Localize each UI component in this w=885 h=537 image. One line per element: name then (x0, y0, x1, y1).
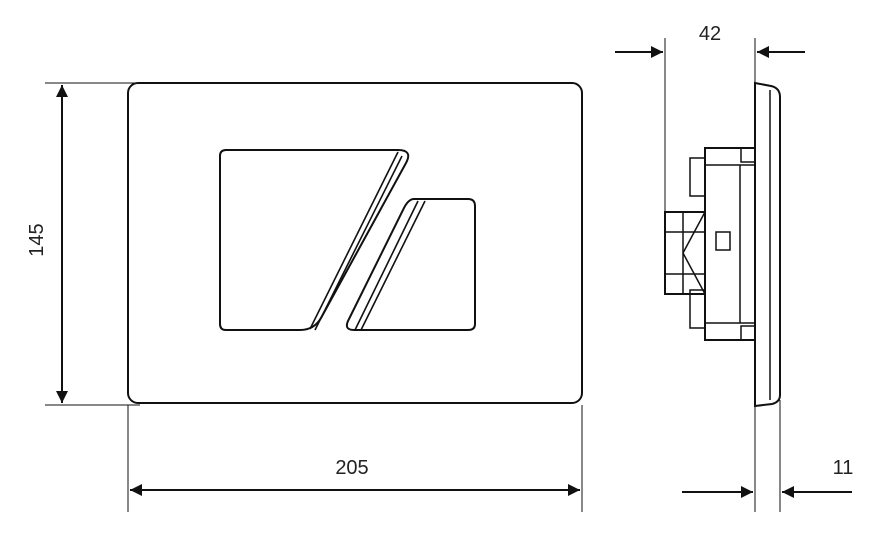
thickness-label: 11 (833, 457, 854, 479)
fitting-bottom (689, 289, 706, 329)
small-flush-button (345, 198, 476, 331)
mechanism-clip-bottom (740, 325, 756, 341)
side-view: 42 11 (615, 23, 853, 512)
mechanism-clip-top (740, 147, 756, 163)
side-plate-outline (754, 81, 781, 408)
large-flush-button (219, 149, 410, 331)
height-label: 145 (26, 223, 48, 256)
connector-detail (682, 252, 706, 295)
connector-detail (682, 211, 706, 254)
width-label: 205 (335, 457, 368, 479)
groove-line (354, 200, 419, 331)
fitting-top (689, 157, 706, 197)
front-plate-outline (127, 82, 583, 404)
groove-line (360, 200, 426, 331)
depth-label: 42 (699, 23, 721, 45)
connector-block (664, 211, 706, 295)
groove-line (314, 155, 403, 331)
groove-line (309, 151, 399, 330)
front-view: 145 205 (26, 82, 583, 512)
small-square-window (715, 231, 731, 251)
